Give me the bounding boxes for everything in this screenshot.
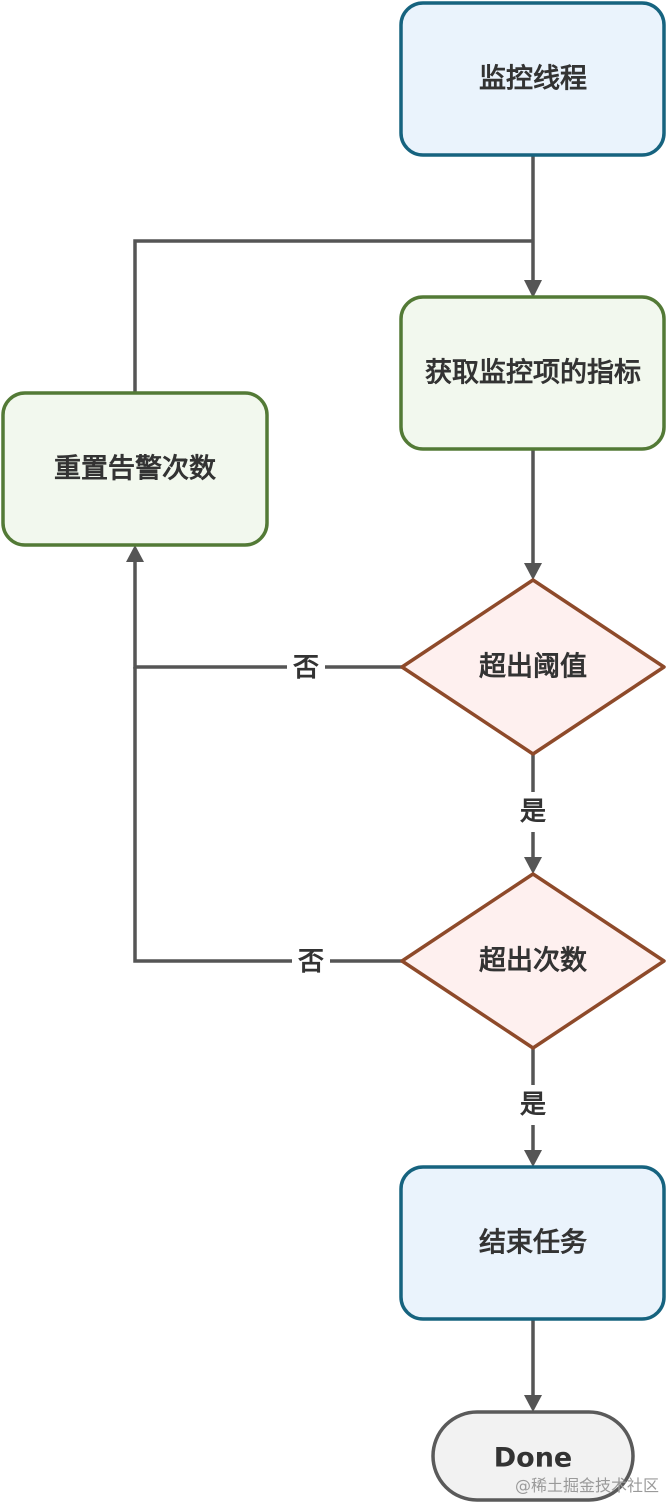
node-get-metrics-box bbox=[399, 295, 666, 451]
edge-label-bg bbox=[514, 794, 552, 830]
edge-label-threshold-yes: 是 bbox=[520, 797, 546, 827]
edge-labels: 否 是 否 是 bbox=[287, 650, 552, 1123]
node-exceed-count[interactable]: 超出次数 bbox=[400, 872, 666, 1050]
node-get-metrics[interactable]: 获取监控项的指标 bbox=[399, 295, 666, 451]
edge-label-count-no: 否 bbox=[298, 947, 324, 977]
edge-label-bg bbox=[292, 944, 330, 978]
node-reset-count[interactable]: 重置告警次数 bbox=[1, 391, 269, 547]
node-done-pill bbox=[431, 1410, 635, 1502]
edge-label-bg bbox=[287, 650, 325, 684]
node-exceed-threshold-diamond bbox=[400, 578, 666, 756]
node-exceed-threshold-label: 超出阈值 bbox=[479, 652, 587, 683]
node-exceed-count-diamond bbox=[400, 872, 666, 1050]
arrowhead-reset bbox=[126, 545, 144, 562]
node-reset-count-label: 重置告警次数 bbox=[54, 454, 217, 485]
arrowhead-end-task bbox=[524, 1150, 542, 1167]
edge-label-threshold-no: 否 bbox=[293, 653, 319, 683]
arrowhead-done bbox=[524, 1395, 542, 1412]
edge-label-bg bbox=[514, 1087, 552, 1123]
edge-label-count-yes: 是 bbox=[520, 1090, 546, 1120]
node-end-task-box bbox=[399, 1165, 666, 1321]
node-monitor-thread-label: 监控线程 bbox=[479, 64, 587, 95]
watermark: @稀土掘金技术社区 bbox=[515, 1476, 659, 1495]
node-end-task-label: 结束任务 bbox=[479, 1228, 587, 1259]
node-reset-count-box bbox=[1, 391, 269, 547]
arrowhead-threshold bbox=[524, 563, 542, 580]
arrowhead-metrics bbox=[524, 280, 542, 298]
node-exceed-threshold[interactable]: 超出阈值 bbox=[400, 578, 666, 756]
node-done-label: Done bbox=[494, 1443, 573, 1474]
edge-threshold-no bbox=[133, 560, 402, 669]
arrowhead-count bbox=[524, 857, 542, 874]
node-done[interactable]: Done bbox=[431, 1410, 635, 1502]
node-exceed-count-label: 超出次数 bbox=[479, 946, 588, 977]
edge-count-no bbox=[133, 667, 402, 963]
node-monitor-thread-box bbox=[399, 1, 666, 157]
node-end-task[interactable]: 结束任务 bbox=[399, 1165, 666, 1321]
node-monitor-thread[interactable]: 监控线程 bbox=[399, 1, 666, 157]
edge-reset-loop-back bbox=[133, 239, 533, 392]
node-get-metrics-label: 获取监控项的指标 bbox=[425, 357, 641, 389]
